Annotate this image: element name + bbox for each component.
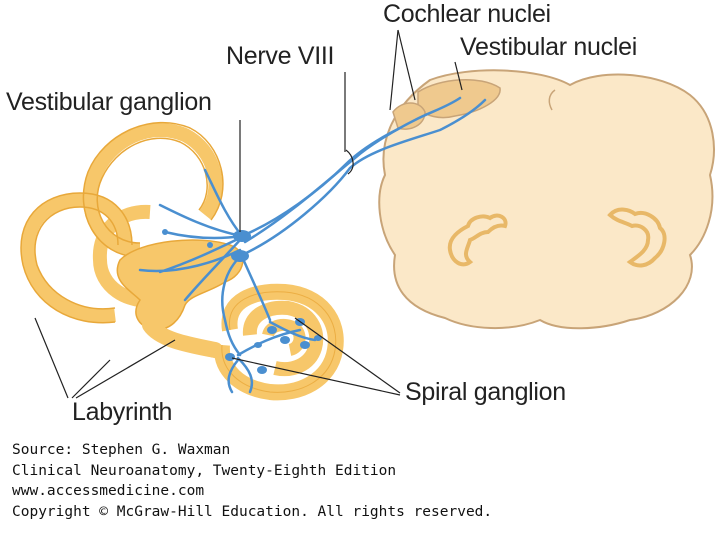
source-credits: Source: Stephen G. Waxman Clinical Neuro… (12, 440, 492, 522)
label-labyrinth: Labyrinth (72, 398, 173, 426)
label-cochlear-nuclei: Cochlear nuclei (383, 0, 551, 28)
label-vestibular-ganglion: Vestibular ganglion (6, 88, 212, 116)
labyrinth-canals-outline (20, 121, 224, 324)
credit-url: www.accessmedicine.com (12, 483, 205, 499)
credit-copyright: Copyright © McGraw-Hill Education. All r… (12, 503, 493, 520)
brainstem-midline (548, 89, 556, 111)
label-nerve-viii: Nerve VIII (226, 42, 335, 70)
labyrinth-canals (20, 123, 223, 323)
right-olive (607, 207, 667, 268)
credit-source: Source: Stephen G. Waxman (12, 442, 231, 458)
credit-book: Clinical Neuroanatomy, Twenty-Eighth Edi… (12, 462, 397, 479)
cochlear-nuclei-region (392, 102, 426, 130)
leader-lines (34, 29, 463, 399)
label-vestibular-nuclei: Vestibular nuclei (460, 33, 637, 61)
label-spiral-ganglion: Spiral ganglion (405, 378, 566, 406)
ganglion-cells (162, 229, 322, 374)
nerve-viii-bracket (345, 149, 354, 175)
left-olive (447, 213, 508, 267)
cochlear-duct-link (142, 317, 223, 358)
